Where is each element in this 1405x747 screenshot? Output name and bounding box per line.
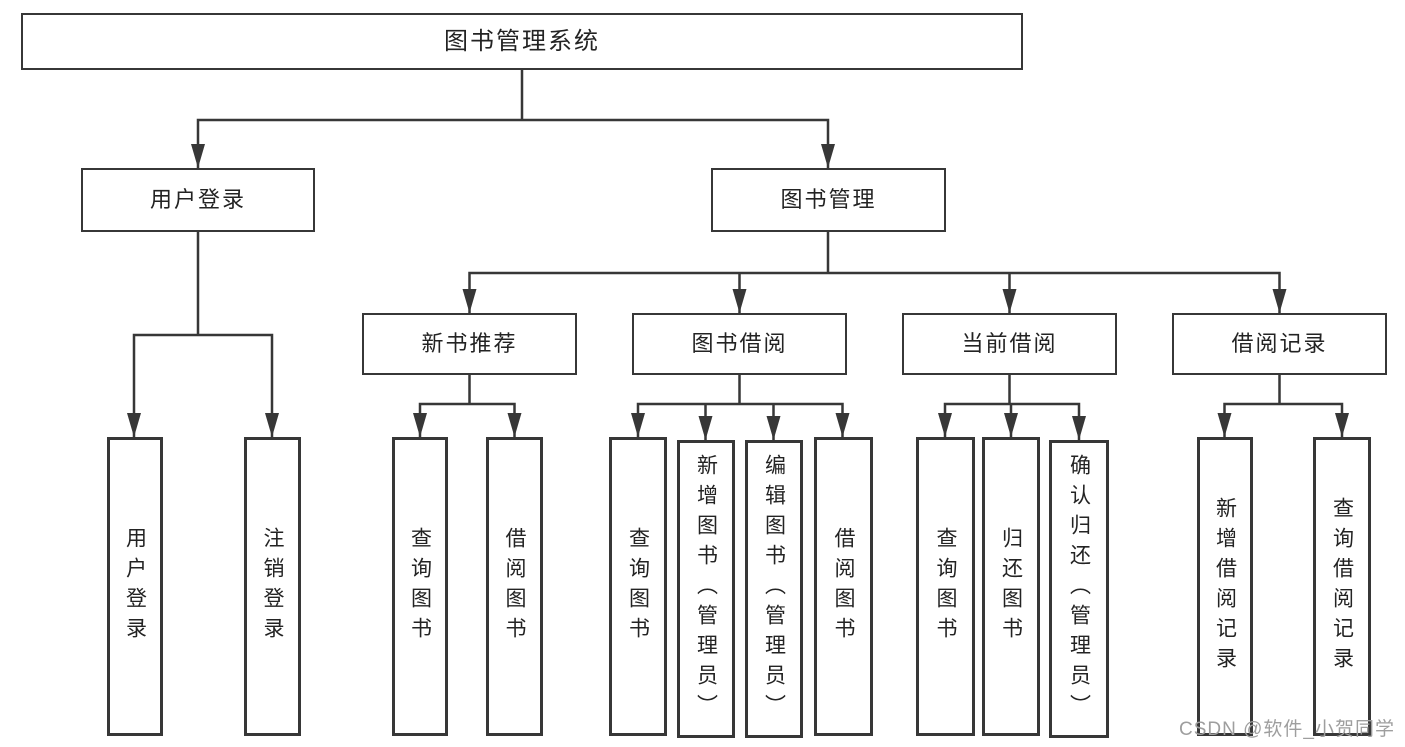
node-label: 借阅图书 [503,526,526,647]
node-query-books-recommend: 查询图书 [392,437,448,736]
node-root-system: 图书管理系统 [21,13,1023,70]
node-label: 编辑图书（管理员） [762,454,786,724]
connector-bookmgmt-to-level3 [468,232,1281,313]
node-query-borrow-record: 查询借阅记录 [1313,437,1371,736]
connector-borrowing-to-leaves [636,375,844,440]
arrowhead [1272,289,1287,313]
arrowhead [1335,413,1349,437]
node-label: 查询图书 [626,526,650,647]
node-label: 新书推荐 [421,331,518,356]
arrowhead [1217,413,1232,437]
node-current-borrowing: 当前借阅 [902,313,1117,375]
connector-newbook-to-leaves [418,375,516,437]
arrowhead [507,413,522,437]
arrowhead [698,416,713,440]
node-label: 查询图书 [934,526,957,647]
node-label: 当前借阅 [961,331,1058,356]
node-borrow-books-borrowing: 借阅图书 [814,437,873,736]
arrowhead [127,413,141,437]
node-label: 借阅记录 [1231,331,1328,356]
arrowhead [1072,416,1086,440]
node-query-books-current: 查询图书 [916,437,975,736]
node-label: 用户登录 [123,526,147,647]
arrowhead [835,413,850,437]
connector-userlogin-to-leaves [132,232,274,437]
csdn-watermark: CSDN @软件_小贺同学 [1179,719,1395,740]
arrowhead [766,416,781,440]
node-add-borrow-record: 新增借阅记录 [1197,437,1253,736]
node-borrowing-records: 借阅记录 [1172,313,1387,375]
node-query-books-borrowing: 查询图书 [609,437,667,736]
node-add-books-admin: 新增图书（管理员） [677,440,735,738]
node-label: 注销登录 [261,526,284,647]
node-label: 查询图书 [408,526,432,647]
connector-root-to-level2 [196,70,830,168]
node-label: 图书借阅 [691,331,788,356]
node-logout-leaf: 注销登录 [244,437,301,736]
connector-paths [132,70,1344,440]
arrowhead [631,413,645,437]
node-label: 图书管理系统 [444,27,600,55]
node-label: 查询借阅记录 [1330,496,1354,677]
arrowheads [127,144,1349,440]
node-label: 归还图书 [999,526,1023,647]
node-new-book-recommend: 新书推荐 [362,313,577,375]
arrowhead [821,144,835,168]
node-user-login-branch: 用户登录 [81,168,315,232]
node-borrow-books-recommend: 借阅图书 [486,437,543,736]
arrowhead [1004,413,1018,437]
node-return-books: 归还图书 [982,437,1040,736]
node-label: 新增借阅记录 [1213,496,1237,677]
arrowhead [462,289,477,313]
node-edit-books-admin: 编辑图书（管理员） [745,440,803,738]
node-label: 图书管理 [780,187,877,212]
node-user-login-leaf: 用户登录 [107,437,163,736]
arrowhead [191,144,205,168]
arrowhead [938,413,952,437]
arrowhead [265,413,279,437]
node-label: 确认归还（管理员） [1067,454,1091,724]
node-book-borrowing: 图书借阅 [632,313,847,375]
arrowhead [413,413,427,437]
node-label: 用户登录 [149,187,246,212]
node-book-management-branch: 图书管理 [711,168,946,232]
connector-records-to-leaves [1223,375,1344,437]
node-label: 借阅图书 [832,526,855,647]
node-confirm-return-admin: 确认归还（管理员） [1049,440,1109,738]
node-label: 新增图书（管理员） [694,454,718,724]
arrowhead [1002,289,1017,313]
arrowhead [732,289,747,313]
